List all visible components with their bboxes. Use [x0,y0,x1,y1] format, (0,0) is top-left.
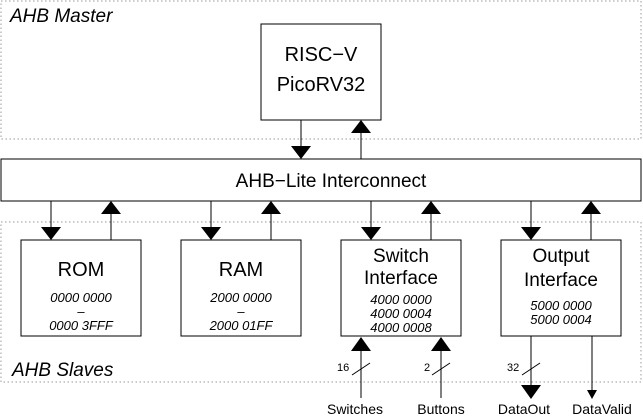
ram-addr-end: 2000 01FF [209,318,274,333]
cpu-name: RISC−V [285,44,358,66]
bus-to-output-arrow [521,227,541,240]
output-to-bus-arrow [581,201,601,214]
dataout-arrow [521,385,541,399]
ram-addr-dash: – [236,304,245,319]
slaves-region [0,221,642,383]
switch-addr-2: 4000 0008 [370,320,432,335]
ram-bus-arrows [201,201,281,240]
buttons-input: 2 Buttons [417,337,465,417]
cpu-core: PicoRV32 [277,74,366,96]
interconnect-bar [0,158,642,202]
switch-addr-1: 4000 0004 [370,306,431,321]
slave-ram: RAM 2000 0000 – 2000 01FF [180,239,302,337]
switch-interface-title-2: Interface [364,268,438,289]
switch-interface-box [340,239,462,337]
ram-to-bus-arrow [261,201,281,214]
datavalid-arrow [587,390,597,399]
rom-to-bus-arrow [101,201,121,214]
ram-box [180,239,302,337]
buttons-width: 2 [424,362,430,374]
rom-addr-end: 0000 3FFF [49,318,114,333]
dataout-label: DataOut [498,401,550,417]
buttons-bus-slash [431,362,451,376]
slave-rom: ROM 0000 0000 – 0000 3FFF [20,239,142,337]
output-interface-box [500,239,622,337]
interconnect-label: AHB−Lite Interconnect [236,171,427,192]
switch-to-bus-arrow [421,201,441,214]
output-interface-title-2: Interface [524,270,598,291]
output-addr-0: 5000 0000 [530,298,592,313]
slaves-region-label: AHB Slaves [11,360,114,381]
output-addr-1: 5000 0004 [530,312,591,327]
slave-output-interface: Output Interface 5000 0000 5000 0004 [500,239,622,337]
cpu-box [260,23,382,121]
switch-bus-arrows [361,201,441,240]
datavalid-output: DataValid [572,336,632,417]
master-region-label: AHB Master [9,6,113,27]
rom-title: ROM [58,259,105,281]
switch-addr-0: 4000 0000 [370,292,432,307]
dataout-bus-slash [521,362,541,376]
switches-input: 16 Switches [327,337,383,417]
master-region [0,0,642,140]
switch-interface-title-1: Switch [373,246,429,267]
bus-to-switch-arrow [361,227,381,240]
rom-addr-dash: – [76,304,85,319]
ram-addr-start: 2000 0000 [209,290,272,305]
bus-to-rom-arrow [41,227,61,240]
dataout-width: 32 [507,362,519,374]
datavalid-label: DataValid [572,401,632,417]
output-interface-title-1: Output [532,246,590,267]
switches-bus-slash [351,362,371,376]
switches-label: Switches [327,401,383,417]
rom-bus-arrows [41,201,121,240]
switches-arrow [351,337,371,351]
rom-addr-start: 0000 0000 [50,290,112,305]
dataout-output: 32 DataOut [498,336,550,417]
buttons-arrow [431,337,451,351]
slave-switch-interface: Switch Interface 4000 0000 4000 0004 400… [340,239,462,337]
switches-width: 16 [337,362,349,374]
buttons-label: Buttons [417,401,464,417]
rom-box [20,239,142,337]
ram-title: RAM [219,259,263,281]
cpu-to-bus-arrow [291,146,311,159]
output-bus-arrows [521,201,601,240]
bus-to-cpu-arrow [351,120,371,133]
bus-to-ram-arrow [201,227,221,240]
